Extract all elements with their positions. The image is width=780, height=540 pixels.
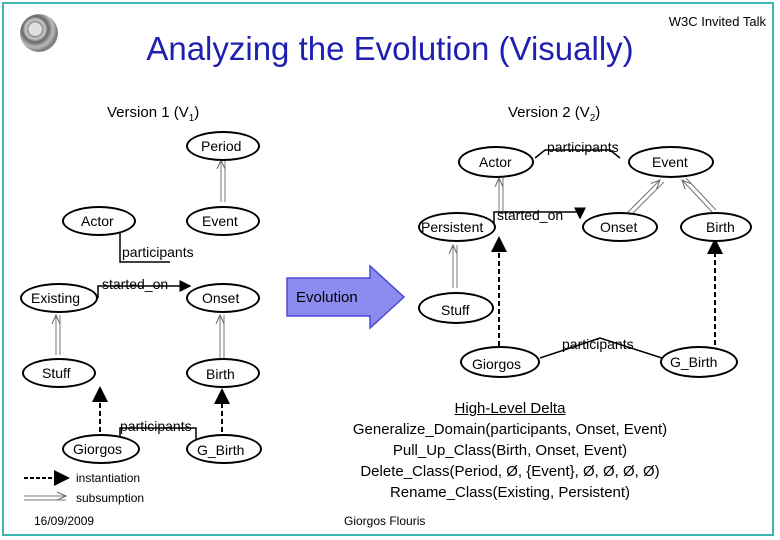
v1-node-g-birth: G_Birth — [186, 434, 262, 464]
slide-frame — [2, 2, 774, 536]
v1-node-actor: Actor — [62, 206, 136, 236]
v1-instantiation-links — [92, 386, 230, 432]
v2-node-event: Event — [628, 146, 714, 178]
v2-node-giorgos: Giorgos — [460, 346, 540, 378]
delta-line: Rename_Class(Existing, Persistent) — [389, 484, 631, 501]
evolution-label: Evolution — [296, 289, 358, 306]
evolution-arrow-icon — [286, 264, 406, 330]
v1-node-period: Period — [186, 131, 260, 161]
footer-author: Giorgos Flouris — [344, 514, 426, 528]
v2-heading: Version 2 (V2) — [508, 104, 601, 124]
v2-instantiation-links — [491, 236, 723, 346]
v1-edge-participants-2: participants — [120, 418, 192, 434]
footer-date: 16/09/2009 — [34, 514, 95, 528]
delta-line: Delete_Class(Period, Ø, {Event}, Ø, Ø, Ø… — [360, 463, 660, 480]
v1-subsumption-links — [56, 160, 226, 358]
delta-line: Generalize_Domain(participants, Onset, E… — [352, 421, 668, 438]
v2-edge-started-on: started_on — [497, 207, 564, 223]
v2-property-edges — [493, 149, 663, 359]
v1-node-giorgos: Giorgos — [62, 434, 140, 464]
v2-node-birth: Birth — [680, 212, 752, 242]
delta-line: Pull_Up_Class(Birth, Onset, Event) — [392, 442, 628, 459]
v2-edge-participants-2: participants — [562, 336, 634, 352]
v1-edge-started-on: started_on — [102, 276, 169, 292]
v2-node-g-birth: G_Birth — [660, 346, 738, 378]
venue-label: W3C Invited Talk — [668, 14, 766, 29]
legend-lines — [24, 470, 70, 501]
v2-node-onset: Onset — [582, 212, 658, 242]
v1-node-onset: Onset — [186, 283, 260, 313]
high-level-delta: High-Level Delta Generalize_Domain(parti… — [300, 398, 720, 503]
v2-node-actor: Actor — [458, 146, 534, 178]
v1-edge-participants: participants — [122, 244, 194, 260]
v2-edge-participants: participants — [547, 139, 619, 155]
page-title: Analyzing the Evolution (Visually) — [146, 30, 634, 67]
v1-node-existing: Existing — [20, 283, 98, 313]
v1-node-event: Event — [186, 206, 260, 236]
legend-subsumption: subsumption — [76, 491, 145, 505]
legend-instantiation: instantiation — [76, 471, 141, 485]
v2-node-stuff: Stuff — [418, 292, 494, 324]
v2-subsumption-links — [453, 178, 717, 288]
v1-node-stuff: Stuff — [22, 358, 96, 388]
delta-heading: High-Level Delta — [454, 400, 566, 417]
v1-heading: Version 1 (V1) — [107, 104, 200, 124]
logo-icon — [20, 14, 58, 52]
v1-node-birth: Birth — [186, 358, 260, 388]
v2-node-persistent: Persistent — [418, 212, 496, 242]
